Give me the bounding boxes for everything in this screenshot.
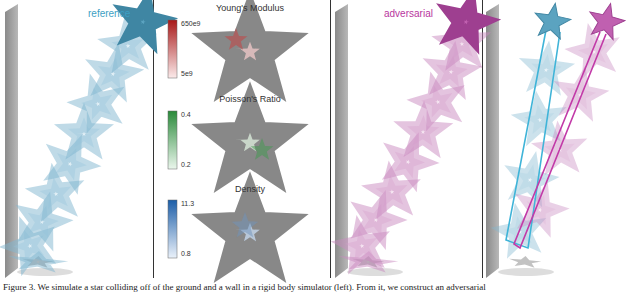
panel-title: reference bbox=[88, 8, 130, 19]
reference-trajectory bbox=[9, 0, 165, 268]
panel-title: adversarial bbox=[384, 8, 433, 19]
colorbar bbox=[168, 20, 177, 258]
property-title: Young's Modulus bbox=[216, 4, 284, 14]
figure-caption: Figure 3. We simulate a star colliding o… bbox=[3, 283, 486, 293]
colorbar-max: 11.3 bbox=[181, 200, 194, 208]
final-star bbox=[532, 0, 629, 41]
colorbar-min: 0.8 bbox=[181, 250, 191, 258]
adversarial-trajectory bbox=[343, 0, 488, 268]
property-title: Poisson's Ratio bbox=[219, 95, 281, 105]
property-title: Density bbox=[235, 185, 265, 195]
colorbar-max: 0.4 bbox=[181, 111, 191, 119]
trajectory-line bbox=[506, 30, 606, 248]
colorbar-max: 650e9 bbox=[181, 20, 200, 28]
material-star bbox=[216, 16, 284, 262]
colorbar-min: 5e9 bbox=[181, 70, 193, 78]
colorbar-min: 0.2 bbox=[181, 161, 191, 169]
panel-divider bbox=[154, 0, 483, 278]
